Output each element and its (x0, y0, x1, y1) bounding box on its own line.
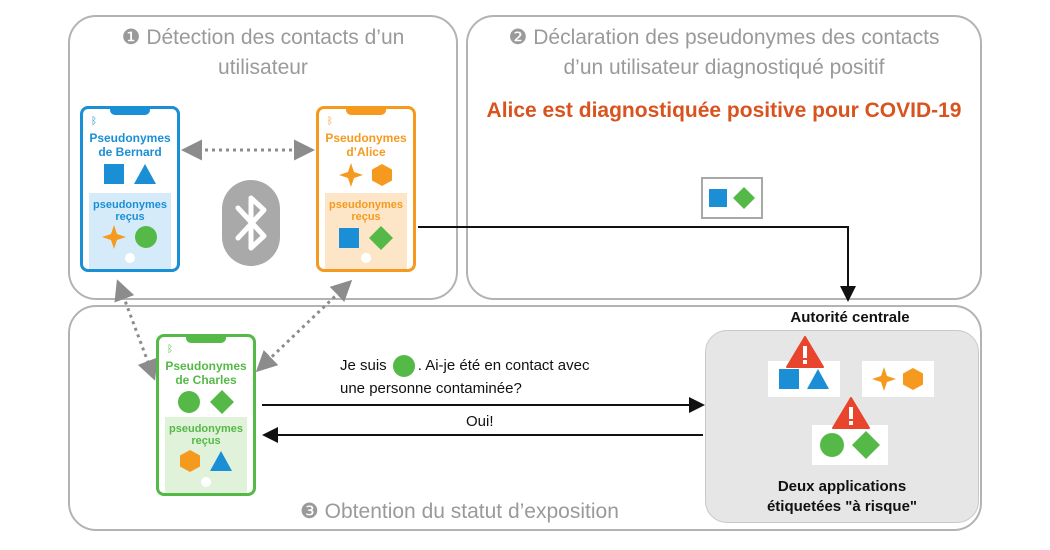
alice-recv-label-1: pseudonymes (329, 199, 403, 211)
alice-own-shapes (319, 163, 413, 187)
authority-title: Autorité centrale (790, 309, 910, 326)
charles-recv-label-1: pseudonymes (169, 423, 243, 435)
charles-own-shapes (159, 389, 253, 415)
bluetooth-small-icon: ᛒ (167, 344, 173, 355)
panel-1-title-line2: utilisateur (218, 56, 308, 79)
phone-alice: ᛒ Pseudonymes d’Alice pseudonymes reçus (316, 106, 416, 272)
charles-own-label-1: Pseudonymes (165, 359, 247, 373)
charles-recv-label-2: reçus (191, 435, 221, 447)
diamond-green-icon (852, 431, 880, 459)
charles-own-label-2: de Charles (175, 373, 237, 387)
bluetooth-small-icon: ᛒ (327, 116, 333, 127)
panel-2-title-line1: Déclaration des pseudonymes des contacts (533, 26, 940, 49)
bernard-recv-label-1: pseudonymes (93, 199, 167, 211)
triangle-blue-icon (807, 369, 829, 389)
declared-pseudonyms-box (701, 177, 763, 219)
charles-flagged-card (812, 425, 888, 465)
warning-icon (832, 397, 870, 429)
central-authority-box: Deux applications étiquetées "à risque" (705, 330, 979, 523)
alice-charles-exchange-arrow (255, 279, 353, 373)
question-text: Je suis . Ai-je été en contact avec une … (340, 354, 700, 400)
answer-text: Oui! (466, 413, 494, 430)
bernard-charles-exchange-arrow (114, 279, 158, 381)
panel-2-title-line2: d’un utilisateur diagnostiqué positif (563, 56, 885, 79)
charles-received-shapes (159, 449, 253, 473)
question-part-1: Je suis (340, 357, 387, 374)
bluetooth-small-icon: ᛒ (91, 116, 97, 127)
bernard-own-shapes (83, 163, 177, 185)
phone-charles: ᛒ Pseudonymes de Charles pseudonymes reç… (156, 334, 256, 496)
diamond-green-icon (733, 187, 755, 209)
star-orange-icon (872, 367, 896, 391)
alice-positive-headline: Alice est diagnostiquée positive pour CO… (486, 99, 962, 122)
authority-caption-2: étiquetées "à risque" (766, 498, 918, 515)
diamond-green-icon (210, 390, 234, 414)
hexagon-orange-icon (372, 164, 392, 186)
alice-received-shapes (319, 225, 413, 251)
bernard-flagged-card (768, 361, 840, 397)
circle-green-icon (820, 433, 844, 457)
charles-home-button (201, 477, 211, 487)
bernard-own-label-2: de Bernard (98, 145, 162, 159)
circle-green-icon (135, 226, 157, 248)
panel-2-title: ❷ Déclaration des pseudonymes des contac… (468, 23, 980, 83)
panel-3-title-text: Obtention du statut d’exposition (324, 500, 619, 523)
bernard-own-label-1: Pseudonymes (89, 131, 171, 145)
alice-own-label-1: Pseudonymes (325, 131, 407, 145)
square-blue-icon (709, 189, 727, 207)
alice-own-label-2: d’Alice (346, 145, 386, 159)
triangle-blue-icon (210, 451, 232, 471)
bernard-home-button (125, 253, 135, 263)
square-blue-icon (779, 369, 799, 389)
diamond-green-icon (369, 226, 393, 250)
bernard-recv-label-2: reçus (115, 211, 145, 223)
alice-home-button (361, 253, 371, 263)
circle-green-icon (178, 391, 200, 413)
alice-recv-label-2: reçus (351, 211, 381, 223)
step-2-number: ❷ (508, 26, 528, 49)
warning-icon (786, 336, 824, 368)
triangle-blue-icon (134, 164, 156, 184)
panel-1-title-line1: Détection des contacts d’un (146, 26, 405, 49)
square-blue-icon (339, 228, 359, 248)
question-line-2: une personne contaminée? (340, 380, 522, 397)
circle-green-icon (392, 355, 415, 377)
bluetooth-icon (222, 180, 280, 266)
step-1-number: ❶ (121, 26, 141, 49)
authority-caption: Deux applications étiquetées "à risque" (706, 477, 978, 517)
question-part-2: . Ai-je été en contact avec (417, 357, 590, 374)
star-orange-icon (102, 225, 126, 249)
bernard-received-shapes (83, 225, 177, 249)
star-orange-icon (339, 163, 363, 187)
authority-caption-1: Deux applications (777, 478, 907, 495)
alice-to-authority-arrow (418, 226, 856, 302)
hexagon-orange-icon (180, 450, 200, 472)
panel-1-title: ❶ Détection des contacts d’un utilisateu… (70, 23, 456, 83)
phone-bernard: ᛒ Pseudonymes de Bernard pseudonymes reç… (80, 106, 180, 272)
panel-positive-declaration: ❷ Déclaration des pseudonymes des contac… (466, 15, 982, 300)
hexagon-orange-icon (903, 368, 923, 390)
square-blue-icon (104, 164, 124, 184)
alice-pseudonyms-card (862, 361, 934, 397)
step-3-number: ❸ (300, 500, 319, 523)
panel-3-title: ❸ Obtention du statut d’exposition (300, 497, 700, 527)
